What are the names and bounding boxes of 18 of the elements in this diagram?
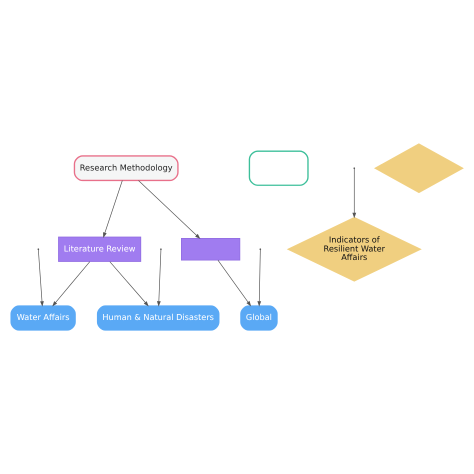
arrow	[38, 250, 44, 307]
arrow	[110, 261, 149, 306]
arrow	[257, 250, 262, 307]
node-box: Global	[240, 305, 278, 331]
node-box: Human & Natural Disasters	[96, 305, 220, 331]
node-diamond	[374, 143, 464, 194]
arrow	[218, 260, 252, 306]
node-box: Research Methodology	[74, 155, 179, 182]
node-box: Literature Review	[58, 236, 142, 262]
node-diamond: Indicators of Resilient Water Affairs	[286, 216, 422, 282]
arrow	[52, 261, 90, 307]
arrow	[103, 180, 123, 238]
node-box: Water Affairs	[10, 305, 76, 331]
arrow	[138, 180, 200, 239]
node-box	[248, 150, 309, 186]
node-box	[181, 238, 240, 260]
arrow	[156, 250, 162, 307]
arrow	[352, 168, 356, 218]
